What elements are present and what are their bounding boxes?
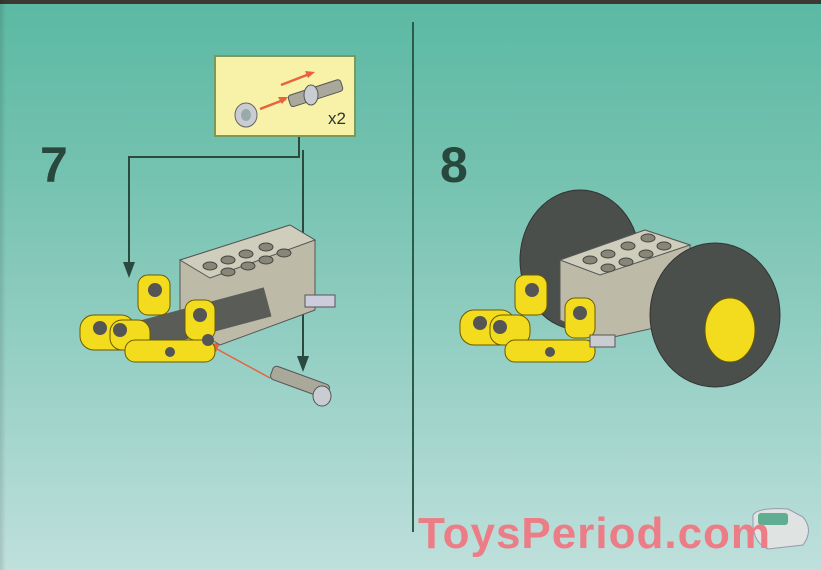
page-left-edge [0, 0, 6, 570]
callout-line [128, 156, 300, 158]
step-divider [412, 22, 414, 532]
step-7-model-illustration [79, 224, 336, 407]
watermark-text: ToysPeriod.com [418, 509, 772, 558]
step-8-model-illustration [459, 189, 781, 388]
step-number-8: 8 [440, 137, 468, 193]
parts-callout: x2 [214, 55, 356, 137]
page-corner-icon [752, 508, 809, 550]
axle-bush-parts-icon [234, 71, 344, 128]
callout-line [128, 156, 130, 266]
step-number-7: 7 [40, 137, 68, 193]
part-quantity: x2 [328, 109, 346, 128]
page-top-edge [0, 0, 821, 4]
callout-line [298, 137, 300, 157]
